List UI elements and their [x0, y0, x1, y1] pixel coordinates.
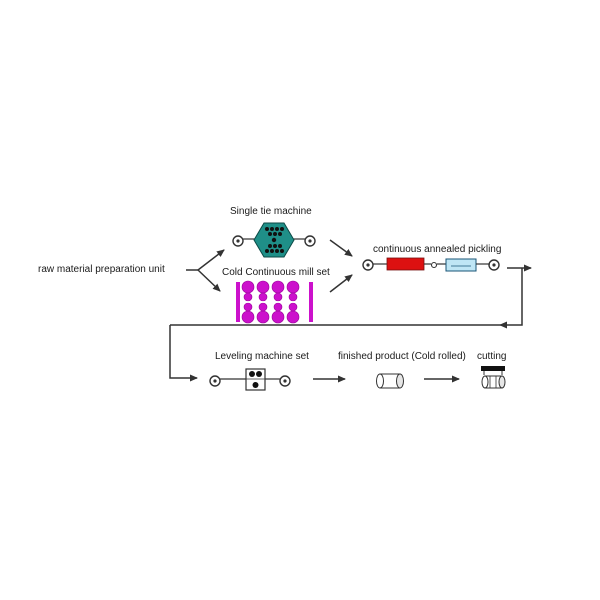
return-path-left	[169, 325, 198, 382]
branch-arrow-down	[197, 269, 221, 292]
annealing-furnace	[386, 257, 425, 271]
pickling-tank	[445, 258, 477, 272]
converge-arrow-top	[329, 239, 353, 257]
converge-arrow-bottom	[329, 274, 353, 293]
cutting-machine-icon	[481, 366, 506, 389]
finished-coil-icon	[376, 373, 404, 389]
cold-mill-icon	[236, 280, 313, 324]
leveling-machine-icon	[209, 368, 291, 391]
single-tie-machine-icon	[232, 222, 316, 258]
guide-roll	[430, 261, 438, 269]
cold-mill-label: Cold Continuous mill set	[222, 267, 330, 278]
branch-arrow-up	[197, 249, 225, 271]
annealed-pickling-icon	[362, 257, 500, 272]
finished-product-label: finished product (Cold rolled)	[338, 351, 466, 362]
raw-material-label: raw material preparation unit	[38, 264, 165, 275]
return-path-right	[499, 268, 523, 329]
cutting-label: cutting	[477, 351, 506, 362]
single-tie-label: Single tie machine	[230, 206, 312, 217]
leveling-label: Leveling machine set	[215, 351, 309, 362]
annealed-pickling-label: continuous annealed pickling	[373, 244, 501, 255]
